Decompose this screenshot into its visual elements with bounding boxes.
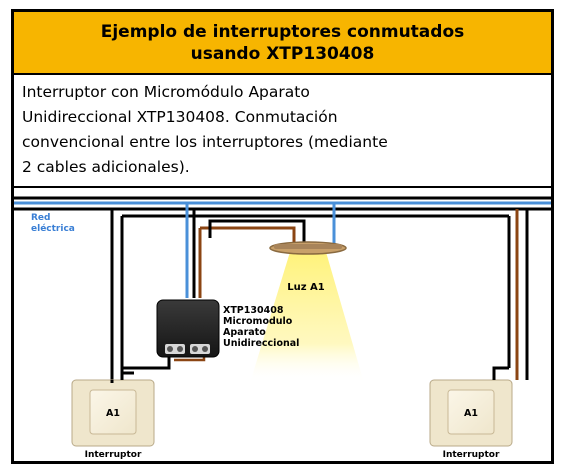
description-line-3: convencional entre los interruptores (me… bbox=[22, 133, 388, 151]
left-switch-rocker bbox=[89, 389, 137, 435]
terminal-screw-1 bbox=[167, 346, 173, 352]
lamp-base bbox=[274, 244, 342, 249]
description: Interruptor con Micromódulo Aparato Unid… bbox=[14, 75, 551, 188]
terminal-screw-4 bbox=[202, 346, 208, 352]
module-label-line-4: Unidireccional bbox=[223, 338, 299, 349]
micromodule-body bbox=[156, 299, 220, 358]
title-band: Ejemplo de interruptores conmutados usan… bbox=[14, 12, 551, 75]
lamp-live-wire bbox=[200, 226, 296, 244]
lamp-phase-wire bbox=[208, 219, 306, 244]
description-line-1: Interruptor con Micromódulo Aparato bbox=[22, 83, 310, 101]
red-label-line-2: eléctrica bbox=[31, 223, 75, 234]
left-switch-label: A1 bbox=[106, 408, 120, 419]
right-switch-caption: Interruptor bbox=[443, 450, 500, 460]
description-line-4: 2 cables adicionales). bbox=[22, 158, 190, 176]
module-label-line-3: Aparato bbox=[223, 327, 266, 338]
module-label-line-2: Micromodulo bbox=[223, 316, 293, 327]
right-switch-label: A1 bbox=[464, 408, 478, 419]
module-to-switch-wire bbox=[122, 353, 171, 370]
wiring-diagram: Luz A1 XTP130408 Micromodulo Aparato Uni… bbox=[14, 188, 551, 461]
left-inner-loop bbox=[120, 216, 134, 375]
right-switch-wire-a bbox=[492, 366, 509, 380]
wiring-diagram-svg: Luz A1 XTP130408 Micromodulo Aparato Uni… bbox=[14, 196, 551, 460]
description-line-2: Unidireccional XTP130408. Conmutación bbox=[22, 108, 338, 126]
red-label-line-1: Red bbox=[31, 213, 50, 223]
example-card: Ejemplo de interruptores conmutados usan… bbox=[11, 9, 554, 464]
title-line-2: usando XTP130408 bbox=[190, 43, 375, 64]
lamp-label: Luz A1 bbox=[287, 282, 325, 293]
terminal-screw-3 bbox=[192, 346, 198, 352]
left-switch-caption: Interruptor bbox=[85, 450, 142, 460]
module-label-line-1: XTP130408 bbox=[223, 305, 284, 316]
right-switch-rocker bbox=[447, 389, 495, 435]
title-line-1: Ejemplo de interruptores conmutados bbox=[100, 21, 465, 42]
light-beam bbox=[250, 252, 364, 383]
terminal-screw-2 bbox=[177, 346, 183, 352]
